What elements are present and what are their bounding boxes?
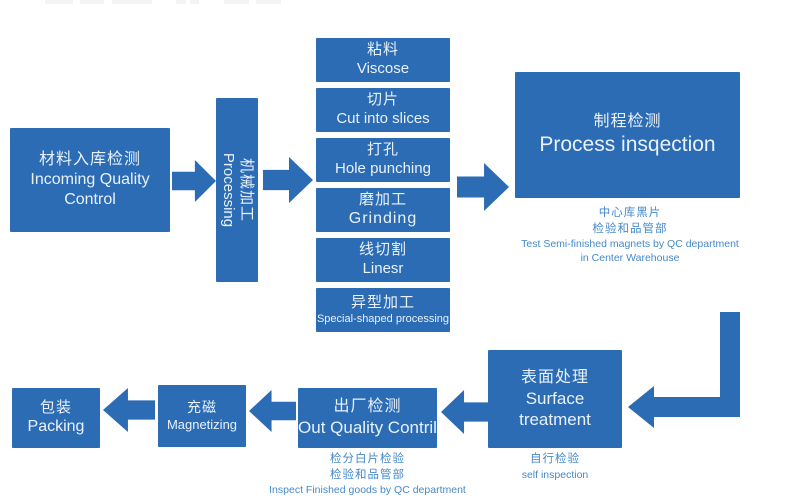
- cropped-title-remnant: [224, 0, 249, 4]
- caption-line: in Center Warehouse: [580, 252, 680, 265]
- node-label-zh: 线切割: [358, 241, 407, 259]
- caption-line: 检验和品管部: [592, 222, 668, 235]
- node-out-quality-control: 出厂检测 Out Quality Contril: [298, 388, 437, 448]
- node-label-zh: 粘料: [366, 41, 399, 59]
- node-step-hole-punching: 打孔 Hole punching: [316, 138, 450, 182]
- node-step-viscose: 粘料 Viscose: [316, 38, 450, 82]
- elbow-connector-horizontal: [650, 397, 740, 417]
- caption-line: 中心库黑片: [598, 207, 662, 219]
- caption-line: self inspection: [521, 468, 589, 481]
- node-label-zh: 打孔: [366, 141, 399, 159]
- node-label-en: Special-shaped processing: [316, 312, 450, 325]
- node-label-en: Incoming Quality: [30, 171, 150, 188]
- arrow-right-icon: [172, 160, 216, 202]
- node-label-zh: 磨加工: [358, 190, 407, 208]
- caption-line: 自行检验: [530, 453, 580, 465]
- cropped-title-remnant: [80, 0, 104, 4]
- arrow-right-icon: [457, 163, 509, 211]
- arrow-right-icon: [263, 157, 313, 203]
- node-incoming-quality-control: 材料入库检测 Incoming Quality Control: [10, 128, 170, 232]
- node-process-inspection: 制程检测 Process insqection: [515, 72, 740, 198]
- node-label-zh: 材料入库检测: [38, 151, 141, 168]
- node-label-en: Process insqection: [539, 132, 716, 156]
- cropped-title-remnant: [112, 0, 152, 4]
- node-step-cut-into-slices: 切片 Cut into slices: [316, 88, 450, 132]
- caption-surface-treatment: 自行检验 self inspection: [488, 452, 622, 482]
- node-label-en: Viscose: [356, 60, 410, 77]
- node-label-en: Processing: [220, 152, 237, 228]
- node-label-en: Surface treatment: [519, 388, 591, 429]
- arrow-left-icon: [249, 390, 296, 432]
- node-label-zh: 包装: [39, 398, 72, 416]
- node-step-grinding: 磨加工 Grinding: [316, 188, 450, 232]
- node-label-zh: 制程检测: [593, 112, 662, 130]
- node-label-zh: 充磁: [187, 399, 217, 416]
- arrow-left-icon: [628, 386, 654, 428]
- arrow-left-icon: [441, 390, 489, 434]
- node-label-en: Grinding: [348, 210, 418, 228]
- node-label-en: Packing: [27, 418, 85, 436]
- elbow-connector-vertical: [720, 312, 740, 417]
- node-label-zh: 异型加工: [350, 293, 415, 311]
- caption-line: 检分白片检验: [330, 453, 405, 465]
- caption-line: Test Semi-finished magnets by QC departm…: [521, 238, 739, 251]
- caption-line: Inspect Finished goods by QC department: [269, 484, 466, 497]
- cropped-title-remnant: [176, 0, 186, 4]
- node-label-en: Magnetizing: [166, 416, 238, 432]
- node-magnetizing: 充磁 Magnetizing: [158, 385, 246, 447]
- node-step-special-shaped-processing: 异型加工 Special-shaped processing: [316, 288, 450, 332]
- node-label-zh: 切片: [366, 91, 399, 109]
- caption-out-quality: 检分白片检验 检验和品管部 Inspect Finished goods by …: [250, 452, 485, 497]
- node-surface-treatment: 表面处理 Surface treatment: [488, 350, 622, 448]
- rotated-label: 机械加工 Processing: [219, 98, 255, 282]
- cropped-title-remnant: [45, 0, 73, 4]
- node-label-en: Cut into slices: [336, 110, 430, 127]
- node-label-en: Linesr: [362, 260, 404, 277]
- node-label-zh: 机械加工: [238, 157, 255, 222]
- node-packing: 包装 Packing: [12, 388, 100, 448]
- cropped-title-remnant: [256, 0, 281, 4]
- caption-process-inspection: 中心库黑片 检验和品管部 Test Semi-finished magnets …: [505, 206, 755, 265]
- arrow-left-icon: [103, 388, 155, 432]
- cropped-title-remnant: [190, 0, 199, 4]
- node-processing: 机械加工 Processing: [216, 98, 258, 282]
- node-step-linesr: 线切割 Linesr: [316, 238, 450, 282]
- node-label-zh: 出厂检测: [333, 398, 402, 416]
- node-label-en: Out Quality Contril: [298, 418, 437, 438]
- node-label-zh: 表面处理: [520, 368, 589, 386]
- node-label-en: Hole punching: [335, 160, 431, 177]
- node-label-en: Control: [64, 191, 116, 208]
- caption-line: 检验和品管部: [330, 468, 405, 481]
